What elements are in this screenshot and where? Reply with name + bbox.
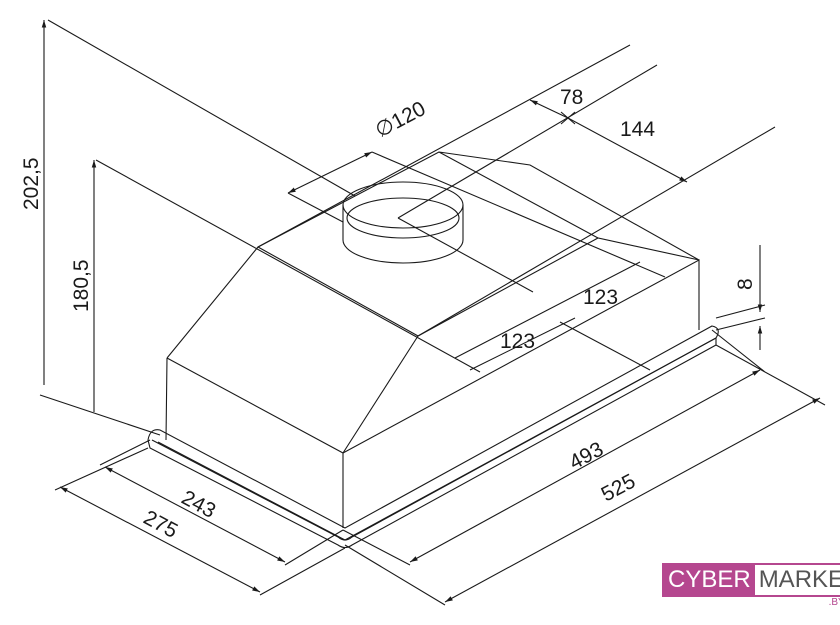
dim-body-width: 493	[566, 438, 608, 475]
hood-top	[166, 151, 700, 454]
dim-body-depth: 243	[178, 486, 220, 523]
dim-duct-pos-b: 123	[500, 330, 535, 353]
dim-duct-to-back: 144	[620, 118, 655, 141]
dimension-lines	[39, 19, 826, 606]
dim-body-height: 180,5	[70, 259, 93, 312]
dim-overall-height: 202,5	[20, 157, 43, 210]
logo-part2-text: MARKET	[758, 566, 840, 593]
flange	[147, 325, 719, 549]
dim-flange-width: 525	[598, 470, 640, 507]
dim-flange-depth: 275	[140, 506, 182, 543]
dim-duct-pos-a: 123	[583, 286, 618, 309]
logo-part1: CYBER	[662, 563, 755, 597]
cybermarket-logo: CYBER MARKET .BY	[662, 563, 840, 608]
dim-duct-offset: 78	[560, 86, 583, 109]
dim-flange-thickness: 8	[734, 278, 757, 290]
logo-suffix: .BY	[828, 597, 840, 608]
dim-duct-diameter: ∅120	[372, 97, 430, 142]
duct-outlet	[342, 181, 464, 264]
hood-body	[165, 151, 700, 528]
logo-part2: MARKET .BY	[754, 563, 840, 608]
right-face	[342, 259, 700, 454]
